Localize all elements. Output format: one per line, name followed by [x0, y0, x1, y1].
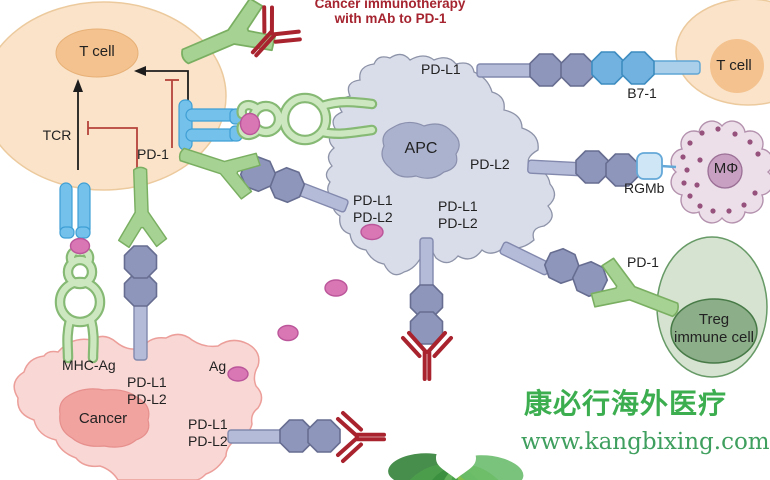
mhc-molecule-vertical [54, 245, 106, 364]
rgmb-label: RGMb [624, 180, 665, 196]
pd1-activation-arrow [134, 66, 189, 110]
apc-label: APC [404, 140, 438, 157]
tcr-receptor-vertical [59, 182, 91, 239]
treg-cell-shape [656, 236, 768, 378]
t-cell-left-label: T cell [79, 43, 115, 60]
pd1-treg-label: PD-1 [627, 254, 659, 270]
ag-label: Ag [209, 358, 227, 374]
antigen-particles [69, 112, 384, 382]
pdl-chain-cancer-top [123, 245, 158, 361]
pd1-inhibition-line-right [165, 79, 179, 148]
pdl-chain-apc-left [236, 152, 349, 213]
pdl-chain-apc-treg [499, 241, 613, 302]
cancer-cell-shape [13, 333, 263, 480]
t-cell-right-shape [675, 0, 770, 106]
cancer-label: Cancer [78, 410, 128, 427]
pdl2-apc-label: PD-L2 [470, 156, 510, 172]
treg-label: Treg immune cell [673, 311, 755, 346]
b71-label: B7-1 [627, 85, 657, 101]
watermark-url: www.kangbixing.com [521, 429, 770, 455]
t-cell-left-shape [0, 1, 227, 191]
mhc-ag-label: MHC-Ag [62, 357, 116, 373]
logo-heart-icon [436, 448, 476, 479]
rgmb-receptor [636, 152, 663, 180]
tcr-receptor-horizontal [178, 99, 243, 151]
kangbixing-logo-icon [388, 448, 524, 480]
tcr-activation-arrow [73, 79, 83, 170]
macrophage-cell-shape [670, 120, 770, 224]
pdl1-b71-complex [476, 51, 701, 87]
t-cell-right-label: T cell [716, 57, 752, 74]
title-line2: with mAb to PD-1 [334, 11, 447, 26]
pdl1-pdl2-apc-left-label: PD-L1 PD-L2 [353, 192, 393, 225]
pdl-chain-cancer-right [227, 419, 341, 453]
pdl1-pdl2-cancer-label: PD-L1 PD-L2 [127, 374, 167, 407]
pd1-inhibition-line-left [87, 121, 138, 176]
mab-antibody-cancer-icon [336, 411, 386, 463]
pd1-tcell-label: PD-1 [137, 146, 169, 162]
tcr-label: TCR [42, 127, 72, 143]
watermark-brand: 康必行海外医疗 [524, 388, 728, 419]
pdl1-apc-label: PD-L1 [421, 61, 461, 77]
pdl-chain-apc-bottom [409, 237, 444, 345]
macrophage-granules [680, 126, 761, 214]
macrophage-label: MΦ [713, 160, 739, 177]
pdl1-pdl2-cancer-right-label: PD-L1 PD-L2 [188, 416, 228, 449]
pdl1-pdl2-apc-mid-label: PD-L1 PD-L2 [438, 198, 478, 231]
apc-cell-shape [325, 53, 556, 276]
pdl2-rgmb-complex [527, 150, 677, 187]
title-line1: Cancer immunotherapy [314, 0, 466, 11]
